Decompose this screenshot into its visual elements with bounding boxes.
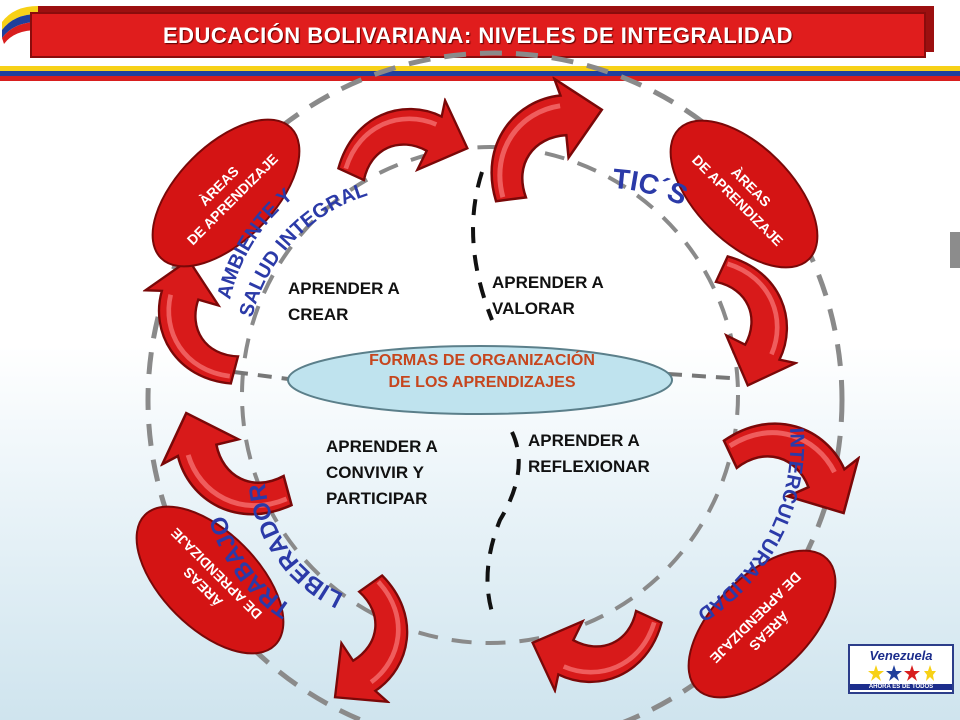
- logo-name: Venezuela: [869, 648, 933, 663]
- flag-ribbon-icon: [2, 6, 38, 44]
- venezuela-logo: Venezuela AHORA ES DE TODOS: [848, 644, 954, 694]
- inner-dashed-circle: [240, 145, 740, 645]
- flag-stripe-yellow: [0, 66, 960, 71]
- learning-crear: APRENDER A CREAR: [288, 276, 400, 328]
- divider-line-left: [233, 370, 297, 382]
- divider-line-bottom: [485, 431, 521, 613]
- arrow-top-right: [473, 71, 616, 204]
- learning-valorar-line1: APRENDER A: [492, 273, 604, 292]
- side-tab: [950, 232, 960, 268]
- logo-tagline: AHORA ES DE TODOS: [850, 684, 952, 690]
- learning-reflexionar-line2: REFLEXIONAR: [528, 457, 650, 476]
- learning-convivir-line1: APRENDER A: [326, 437, 438, 456]
- learning-convivir-line3: PARTICIPAR: [326, 489, 428, 508]
- page-title: EDUCACIÓN BOLIVARIANA: NIVELES DE INTEGR…: [162, 23, 794, 48]
- flag-stripes: [0, 66, 960, 82]
- center-label-line1: FORMAS DE ORGANIZACIÓN: [369, 352, 595, 369]
- title-banner: EDUCACIÓN BOLIVARIANA: NIVELES DE INTEGR…: [30, 12, 926, 58]
- flag-stripe-blue: [0, 71, 960, 76]
- learning-convivir: APRENDER A CONVIVIR Y PARTICIPAR: [326, 434, 438, 512]
- outer-dashed-circle: [145, 50, 845, 720]
- center-label: FORMAS DE ORGANIZACIÓN DE LOS APRENDIZAJ…: [292, 350, 672, 394]
- center-ellipse: [287, 345, 673, 415]
- learning-crear-line2: CREAR: [288, 305, 349, 324]
- learning-valorar: APRENDER A VALORAR: [492, 270, 604, 322]
- divider-line-right: [667, 372, 731, 380]
- areas-ellipse-bottom-left: ÁREAS DE APRENDIZAJE: [135, 505, 285, 655]
- divider-line-top: [471, 171, 494, 321]
- learning-convivir-line2: CONVIVIR Y: [326, 463, 424, 482]
- learning-crear-line1: APRENDER A: [288, 279, 400, 298]
- flag-stripe-red: [0, 76, 960, 81]
- areas-ellipse-top-left: ÀREAS DE APRENDIZAJE: [151, 118, 301, 268]
- arrow-bottom-right: [520, 581, 663, 717]
- learning-reflexionar-line1: APRENDER A: [528, 431, 640, 450]
- learning-valorar-line2: VALORAR: [492, 299, 575, 318]
- center-label-line2: DE LOS APRENDIZAJES: [388, 374, 576, 391]
- people-stars-icon: [868, 665, 936, 681]
- learning-reflexionar: APRENDER A REFLEXIONAR: [528, 428, 650, 480]
